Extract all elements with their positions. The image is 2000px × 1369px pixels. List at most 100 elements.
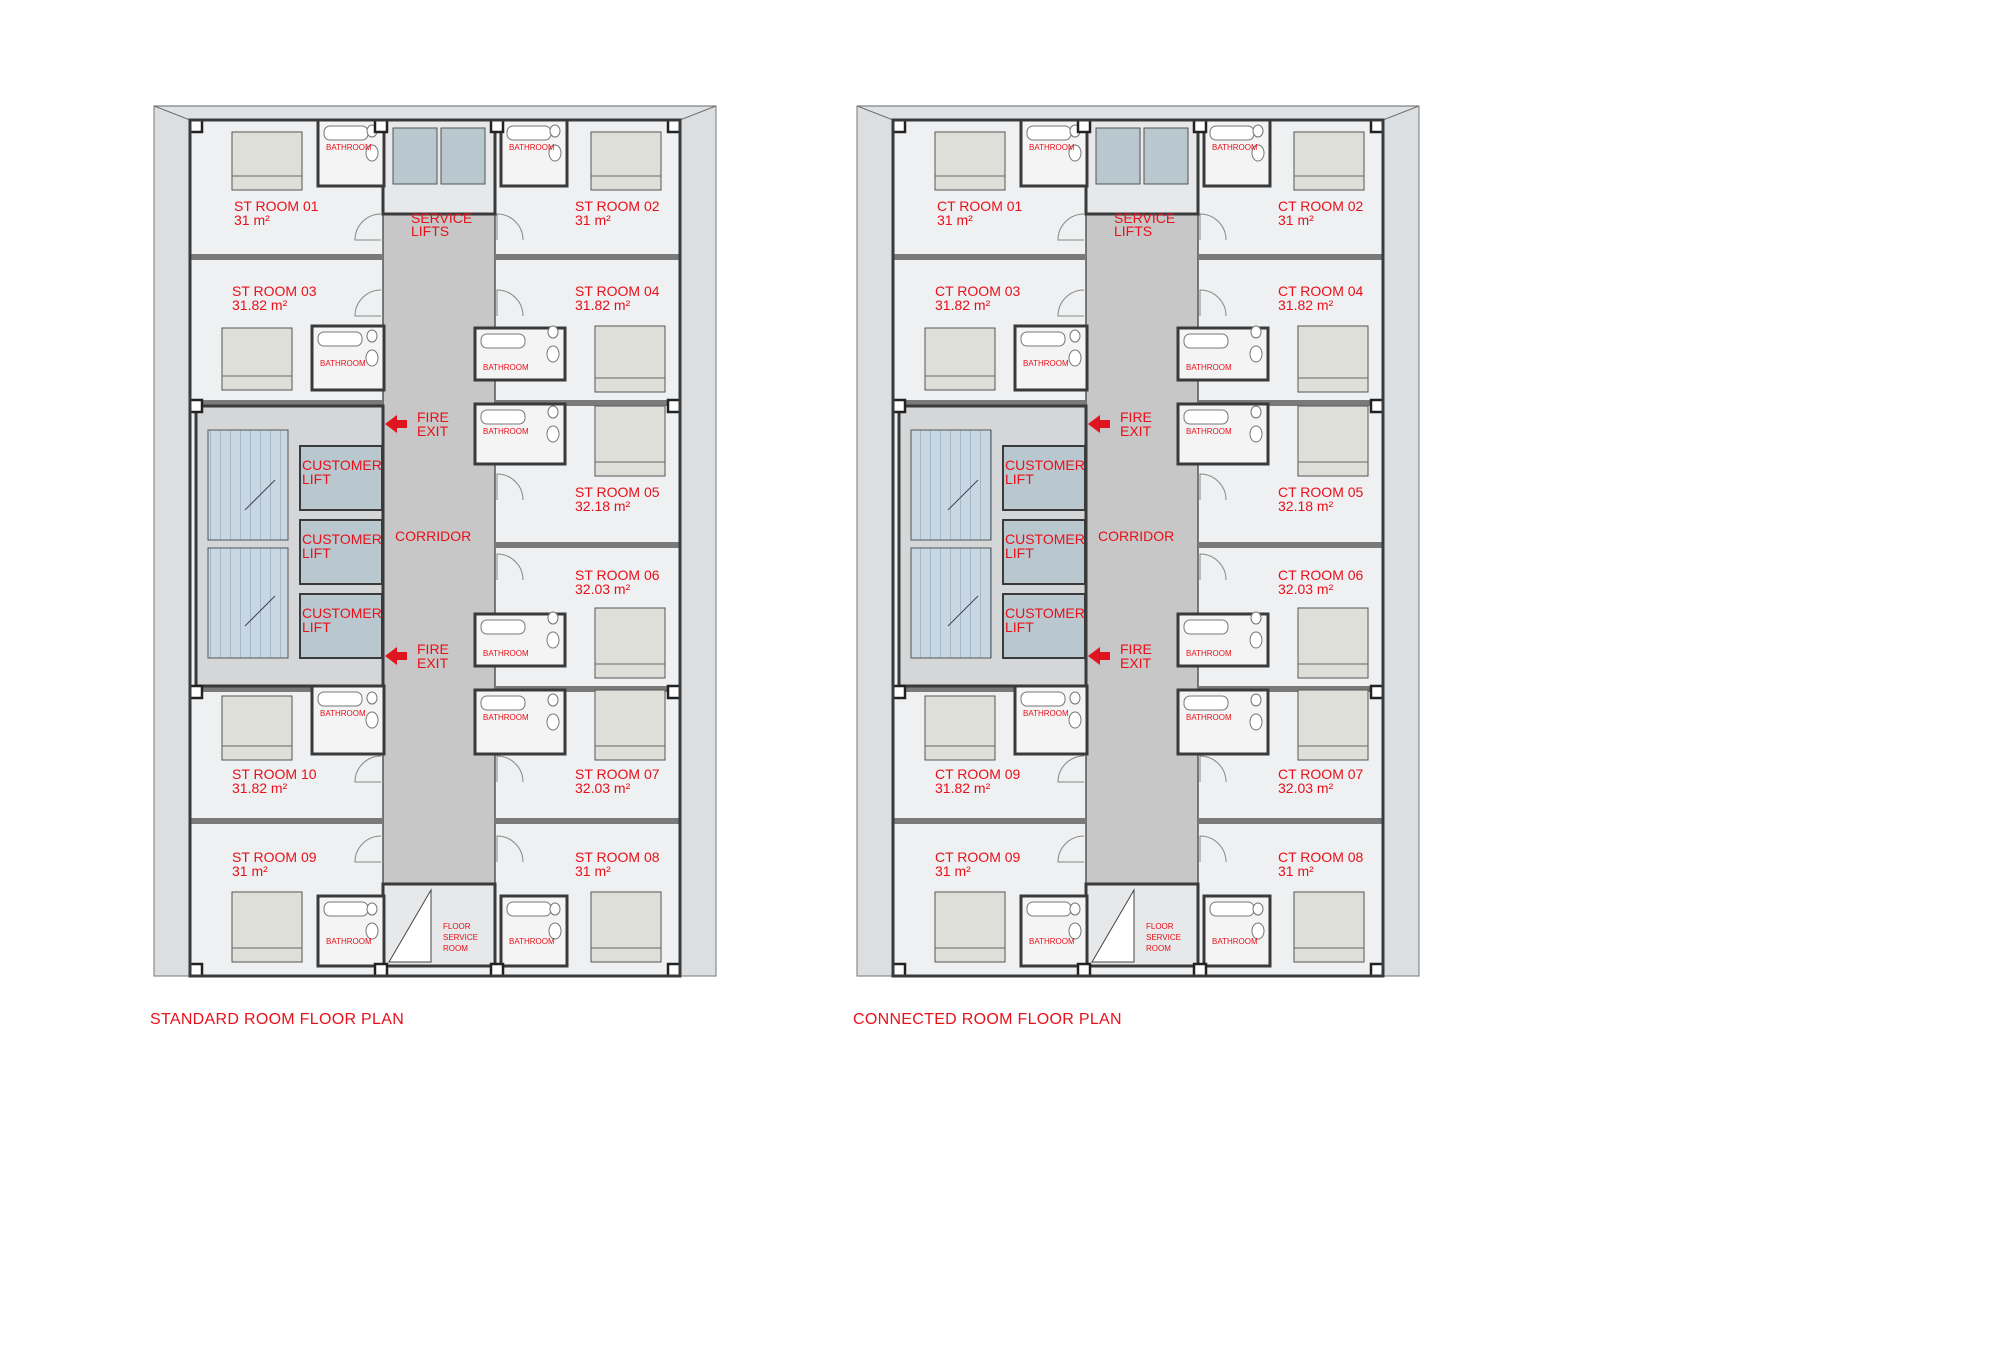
partition-wall: [893, 254, 1086, 260]
bathroom-label: BATHROOM: [1029, 937, 1075, 946]
partition-wall: [1198, 542, 1383, 548]
bathroom: BATHROOM: [310, 684, 386, 756]
toilet: [1249, 631, 1263, 649]
structural-column: [188, 118, 204, 134]
customer-lift-label: CUSTOMER: [302, 531, 382, 547]
room-area: 31 m²: [935, 863, 971, 879]
stair-flight-upper: [207, 429, 289, 541]
bed: [934, 131, 1006, 191]
customer-lift-label: LIFT: [1005, 619, 1034, 635]
bidet: [1250, 693, 1262, 707]
service-lift-car: [1095, 127, 1141, 185]
room-name: ST ROOM 09: [232, 849, 317, 865]
door-swing: [1199, 553, 1227, 581]
bathroom-label: BATHROOM: [1029, 143, 1075, 152]
structural-column: [1076, 118, 1092, 134]
service-lift-car: [1143, 127, 1189, 185]
left-facade: [856, 105, 894, 977]
fire-exit-label: EXIT: [1120, 655, 1152, 671]
door-swing: [1057, 835, 1085, 863]
door-swing: [1199, 755, 1227, 783]
bathtub: [480, 619, 526, 635]
exterior-wall: [188, 118, 682, 978]
bathtub: [1020, 691, 1066, 707]
service-lifts-label: SERVICE: [1114, 210, 1175, 226]
room-area: 31.82 m²: [575, 297, 631, 313]
structural-column: [666, 118, 682, 134]
stair-flight-lower: [207, 547, 289, 659]
structural-column: [1369, 962, 1385, 978]
service-lifts-label: LIFTS: [1114, 223, 1152, 239]
room-name: ST ROOM 04: [575, 283, 660, 299]
partition-wall: [1198, 254, 1383, 260]
fire-exit-label: FIRE: [1120, 641, 1152, 657]
bathroom-label: BATHROOM: [509, 143, 555, 152]
customer-lift-label: LIFT: [302, 619, 331, 635]
customer-lift-car: [299, 593, 383, 659]
stair-arrow: [947, 479, 979, 511]
bidet: [547, 325, 559, 339]
customer-lift-label: LIFT: [1005, 471, 1034, 487]
service-stair-wedge: [1091, 888, 1135, 963]
bathtub: [480, 695, 526, 711]
plan-caption: CONNECTED ROOM FLOOR PLAN: [853, 1011, 1122, 1028]
bathroom: BATHROOM: [1176, 611, 1270, 668]
bidet: [1069, 329, 1081, 343]
bidet: [1250, 325, 1262, 339]
bidet: [366, 329, 378, 343]
room-area: 32.18 m²: [575, 498, 631, 514]
fire-exit-arrow-icon: [1088, 647, 1110, 665]
partition-wall: [495, 818, 680, 824]
door-swing: [354, 835, 382, 863]
stair-arrow: [244, 595, 276, 627]
bathroom: BATHROOM: [473, 402, 567, 466]
door-swing: [1057, 755, 1085, 783]
door-swing: [354, 755, 382, 783]
toilet: [1251, 144, 1265, 162]
bed: [594, 689, 666, 761]
service-lift-car: [440, 127, 486, 185]
room-name: ST ROOM 06: [575, 567, 660, 583]
bathtub: [1183, 619, 1229, 635]
room-name: ST ROOM 05: [575, 484, 660, 500]
structural-column: [1369, 684, 1385, 700]
customer-lift-car: [299, 519, 383, 585]
partition-wall: [495, 686, 680, 692]
bed: [1293, 131, 1365, 191]
bathtub: [1026, 901, 1072, 917]
structural-column: [1076, 962, 1092, 978]
stair-arrow: [947, 595, 979, 627]
bed: [231, 891, 303, 963]
bed: [231, 131, 303, 191]
structural-column: [373, 962, 389, 978]
toilet: [548, 144, 562, 162]
bathroom: BATHROOM: [1013, 684, 1089, 756]
fire-exit-label: FIRE: [1120, 409, 1152, 425]
customer-lift-car: [1002, 593, 1086, 659]
structural-column: [489, 962, 505, 978]
bathtub: [480, 333, 526, 349]
toilet: [365, 711, 379, 729]
bidet: [549, 124, 561, 138]
floor-service-label: ROOM: [443, 944, 468, 953]
structural-column: [1369, 398, 1385, 414]
structural-column: [666, 962, 682, 978]
toilet: [1249, 345, 1263, 363]
room-area: 31 m²: [575, 863, 611, 879]
bathtub: [1183, 333, 1229, 349]
room-area: 31.82 m²: [935, 780, 991, 796]
door-swing: [496, 755, 524, 783]
fire-exit-arrow-icon: [385, 647, 407, 665]
partition-wall: [1198, 818, 1383, 824]
partition-wall: [893, 818, 1086, 824]
service-lifts-label: LIFTS: [411, 223, 449, 239]
bidet: [1069, 691, 1081, 705]
